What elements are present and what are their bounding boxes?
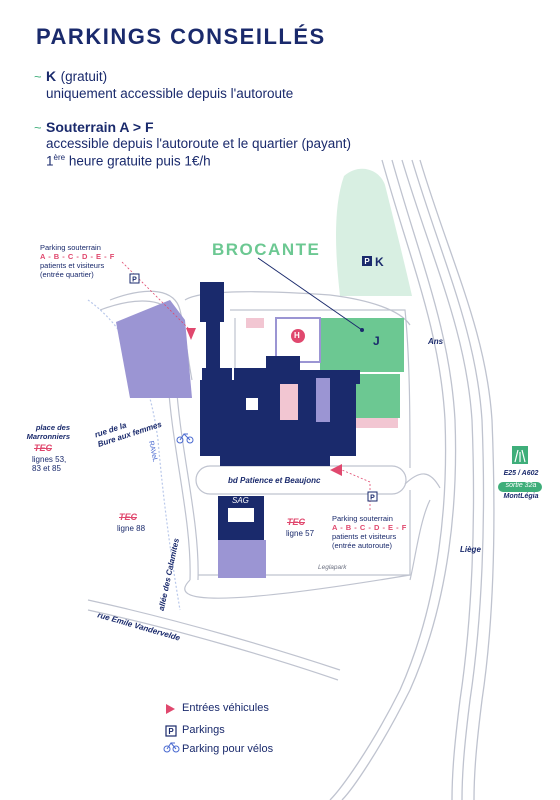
brocante-leader bbox=[257, 257, 363, 331]
j-label: J bbox=[373, 334, 380, 348]
place-label: place des Marronniers bbox=[26, 423, 70, 441]
parking-icon-k: P bbox=[362, 256, 372, 266]
line2-sup: ère bbox=[53, 153, 66, 162]
park-top-l1: Parking souterrain bbox=[40, 243, 101, 252]
entry-arrow-top bbox=[186, 328, 196, 340]
page-title: PARKINGS CONSEILLÉS bbox=[36, 24, 326, 49]
bike-icon bbox=[176, 433, 194, 444]
lignes-line1: lignes 53, bbox=[32, 455, 67, 464]
legend-souterrain: ~ Souterrain A > F bbox=[34, 119, 154, 137]
ligne88-label: ligne 88 bbox=[117, 524, 146, 533]
bd-label: bd Patience et Beaujonc bbox=[228, 476, 321, 485]
highway-label: E25 / A602 bbox=[503, 470, 539, 477]
building-south bbox=[218, 540, 266, 578]
parking-bottom-leader bbox=[341, 469, 371, 510]
building-west bbox=[116, 300, 192, 398]
place-line1: place des bbox=[35, 423, 70, 432]
tec-logo-2: TEC bbox=[119, 512, 137, 522]
park-top-l2: A - B - C - D - E - F bbox=[40, 252, 115, 261]
entry-arrow-bottom bbox=[330, 464, 342, 476]
tec-logo-1: TEC bbox=[34, 443, 52, 453]
sortie-badge bbox=[498, 482, 542, 492]
lignes-label: lignes 53, 83 et 85 bbox=[32, 455, 66, 473]
park-bot-l4: (entrée autoroute) bbox=[332, 541, 393, 550]
legend-bike-icon bbox=[163, 742, 180, 753]
svg-text:P: P bbox=[370, 495, 375, 502]
park-bot-l1: Parking souterrain bbox=[332, 514, 393, 523]
ligne57-label: ligne 57 bbox=[286, 529, 315, 538]
site-map: P P P P bbox=[87, 159, 542, 800]
parking-bottom-label: Parking souterrain A - B - C - D - E - F… bbox=[332, 514, 407, 550]
tilde-icon: ~ bbox=[34, 69, 42, 84]
legend-souterrain-line1: accessible depuis l'autoroute et le quar… bbox=[46, 136, 352, 151]
park-bot-l3: patients et visiteurs bbox=[332, 532, 397, 541]
ans-label: Ans bbox=[428, 337, 444, 346]
legend-k-head: K bbox=[46, 68, 57, 84]
legend-k: ~ K (gratuit) bbox=[34, 68, 107, 86]
legend-k-suffix: (gratuit) bbox=[60, 69, 108, 84]
sortie-label: sortie 32a bbox=[505, 482, 537, 489]
legend-entrees: Entrées véhicules bbox=[182, 702, 269, 714]
line2-post: heure gratuite puis 1€/h bbox=[65, 153, 211, 169]
sag-building bbox=[218, 496, 264, 540]
tilde-icon: ~ bbox=[34, 120, 42, 135]
legend-souterrain-head: Souterrain A > F bbox=[46, 119, 154, 135]
sag-label: SAG bbox=[232, 496, 249, 505]
legend-souterrain-line2: 1ère heure gratuite puis 1€/h bbox=[46, 153, 211, 169]
pink-block-1 bbox=[246, 318, 264, 328]
svg-text:P: P bbox=[132, 277, 137, 284]
svg-text:P: P bbox=[168, 727, 174, 736]
liege-label: Liège bbox=[460, 545, 481, 554]
line2-pre: 1 bbox=[46, 153, 54, 169]
parking-top-leader bbox=[121, 261, 191, 331]
montlegia-label: MontLégia bbox=[503, 493, 539, 500]
legend-parkings: Parkings bbox=[182, 724, 225, 736]
parking-top-label: Parking souterrain A - B - C - D - E - F… bbox=[40, 243, 115, 279]
hospital-letter: H bbox=[294, 331, 300, 340]
pink-block-3 bbox=[280, 384, 298, 420]
parking-k-area bbox=[336, 168, 412, 296]
field-j bbox=[320, 318, 404, 372]
leglapark-label: Leglapark bbox=[318, 564, 347, 571]
brocante-label: BROCANTE bbox=[212, 240, 321, 259]
parking-icon-bottom: P bbox=[367, 491, 378, 502]
highway bbox=[329, 159, 495, 800]
field-south bbox=[356, 374, 400, 418]
place-line2: Marronniers bbox=[26, 432, 70, 441]
pink-block-2 bbox=[352, 418, 398, 428]
svg-text:P: P bbox=[364, 257, 370, 266]
park-bot-l2: A - B - C - D - E - F bbox=[332, 523, 407, 532]
lav-block-1 bbox=[316, 378, 330, 422]
white-square bbox=[246, 398, 258, 410]
parking-icon-top: P bbox=[129, 273, 140, 284]
legend-k-line1: uniquement accessible depuis l'autoroute bbox=[46, 86, 294, 101]
park-top-l4: (entrée quartier) bbox=[40, 270, 94, 279]
parking-k-label: K bbox=[375, 255, 384, 269]
legend-parking-icon: P bbox=[165, 725, 177, 737]
legend-velos: Parking pour vélos bbox=[182, 743, 274, 755]
legend-arrow-icon bbox=[166, 704, 175, 714]
park-top-l3: patients et visiteurs bbox=[40, 261, 105, 270]
brocante-leader-dot bbox=[360, 328, 364, 332]
hospital-icon bbox=[291, 329, 305, 343]
tec-logo-3: TEC bbox=[287, 517, 305, 527]
highway-sign-icon bbox=[512, 446, 528, 464]
lignes-line2: 83 et 85 bbox=[32, 464, 61, 473]
